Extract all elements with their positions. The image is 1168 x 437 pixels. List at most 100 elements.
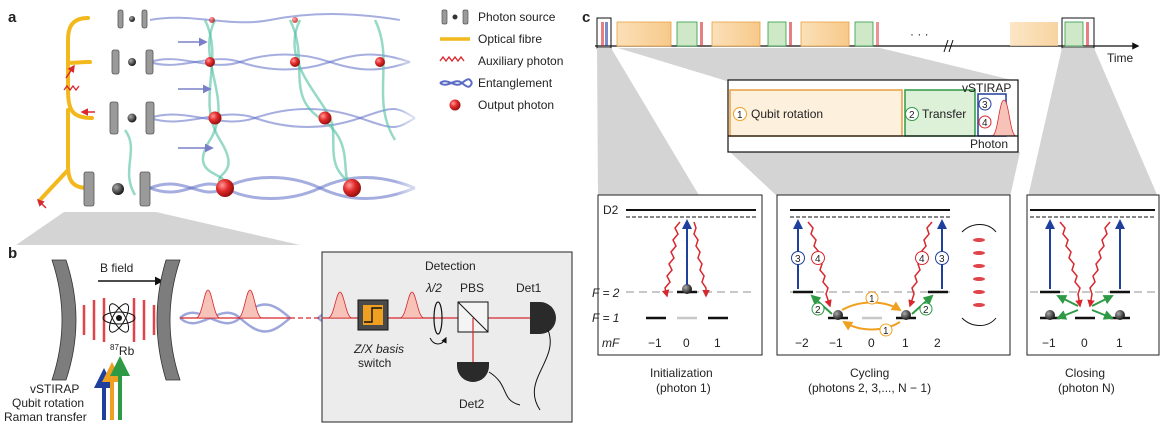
pbs-label: PBS (460, 281, 484, 295)
photon-train (973, 238, 985, 307)
cyc-badge-2-right (919, 302, 933, 316)
output-photon (375, 57, 385, 67)
close-raman-down-right (1091, 309, 1114, 320)
block-transfer (767, 21, 787, 47)
panel-a: a (8, 5, 425, 245)
vstirap-label: vSTIRAP (962, 81, 1011, 95)
emission-arrows (36, 64, 95, 209)
close-mf-ticks: −1 0 1 (1042, 336, 1123, 350)
aux-braid-2 (288, 19, 352, 189)
cyc-tick: 2 (934, 336, 941, 350)
legend-optical-fibre-label: Optical fibre (478, 32, 542, 46)
cyc-badge-4-right (915, 251, 929, 265)
cyc-badge-3-right (935, 251, 949, 265)
entanglement-rows (149, 13, 416, 200)
cyc-step-badges: 3 4 4 3 2 2 1 1 (791, 251, 949, 337)
output-photon (343, 179, 361, 197)
cyc-atom-right (901, 310, 911, 320)
close-photon-right (1087, 221, 1111, 308)
close-photon-left (1059, 221, 1083, 308)
entanglement-row-3b (149, 108, 416, 128)
output-photon (205, 57, 215, 67)
basis-switch-window (363, 305, 383, 325)
mf-label: mF (602, 336, 620, 350)
rb-atom-label: 87Rb (110, 343, 135, 358)
axis-break-mark (948, 39, 954, 53)
block-qubit-rotation (711, 21, 761, 47)
photon-pulse (195, 289, 221, 319)
step-4-badge (978, 115, 992, 129)
zoom-funnel-a-to-b (16, 212, 300, 245)
init-atom (682, 284, 692, 294)
zoom-funnel-cycle (618, 48, 1020, 82)
qubit-rotation-label: Qubit rotation (751, 107, 823, 121)
panel-label-a: a (8, 9, 17, 26)
legend-entanglement-label: Entanglement (478, 76, 553, 90)
cyc-atom-left (833, 310, 843, 320)
zoom-funnel-closing (1028, 48, 1158, 197)
f1-label: F = 1 (592, 311, 619, 325)
flow-arrows (178, 37, 214, 153)
cyc-badge-4-left-num: 4 (815, 254, 821, 265)
control-beams (94, 356, 130, 420)
cycling-caption: Cycling (850, 366, 889, 380)
close-raman-left (1056, 295, 1079, 307)
transfer-label: Transfer (922, 107, 966, 121)
legend-output-photon-label: Output photon (478, 98, 554, 112)
source-2-mirror-right (145, 49, 154, 75)
cyc-tick: −1 (829, 336, 843, 350)
panel-c: c Time · · · (582, 9, 1160, 395)
panel-b: b B field 87Rb vS (4, 245, 573, 424)
atom-3 (127, 113, 137, 123)
detector-2-cable (488, 371, 521, 406)
cavity-mirror-left (51, 259, 77, 381)
legend-auxiliary-photon-label: Auxiliary photon (478, 54, 563, 68)
braid-icon-b (439, 80, 473, 88)
photon-pulse (237, 289, 263, 319)
atom-4 (112, 183, 124, 195)
atom-2 (128, 58, 136, 66)
train-photon (973, 251, 985, 255)
close-tick: −1 (1042, 336, 1056, 350)
legend-entanglement: Entanglement (439, 76, 553, 90)
entanglement-row-1 (149, 13, 401, 24)
panel-label-b: b (8, 245, 17, 262)
fade-overlay (395, 5, 425, 215)
rotation-arrow-icon (429, 336, 447, 345)
closing-subcaption: (photon N) (1058, 381, 1115, 395)
photon-train-bracket-top (961, 224, 997, 233)
block-qubit-rotation (800, 21, 850, 47)
auxiliary-photon-wave (63, 84, 80, 92)
cyc-badge-1-bottom-num: 1 (883, 326, 889, 337)
init-tick: 1 (714, 336, 721, 350)
output-photon (208, 111, 222, 125)
step-1-number: 1 (737, 110, 743, 121)
detector-1 (530, 302, 556, 334)
cyc-badge-4-left (811, 251, 825, 265)
close-tick: 0 (1081, 336, 1088, 350)
optical-fibres (38, 16, 94, 202)
qubit-rotation-beam-label: Qubit rotation (12, 396, 84, 410)
legend-optical-fibre: Optical fibre (440, 32, 542, 46)
train-photon (973, 264, 985, 268)
block-photon (700, 22, 703, 46)
close-atom-right (1115, 310, 1125, 320)
close-raman-right (1091, 295, 1114, 307)
photon-source-icon-right (462, 9, 469, 25)
auxiliary-braids (123, 19, 397, 196)
legend-auxiliary-photon: Auxiliary photon (439, 54, 563, 68)
photon-pulse (327, 291, 353, 319)
output-photon-icon (449, 99, 461, 111)
basis-switch-step-icon (364, 307, 382, 323)
cyc-tick: −2 (795, 336, 809, 350)
wavy-arrow-icon (439, 55, 465, 63)
init-tick: 0 (683, 336, 690, 350)
output-photons (205, 17, 385, 197)
panel-label-c: c (582, 9, 590, 26)
rb-nucleus (116, 315, 122, 321)
cyc-badge-2-left (811, 302, 825, 316)
block-init-photon (601, 22, 604, 46)
block-closing-transfer (1064, 21, 1084, 47)
block-init-vstirap (605, 22, 608, 46)
